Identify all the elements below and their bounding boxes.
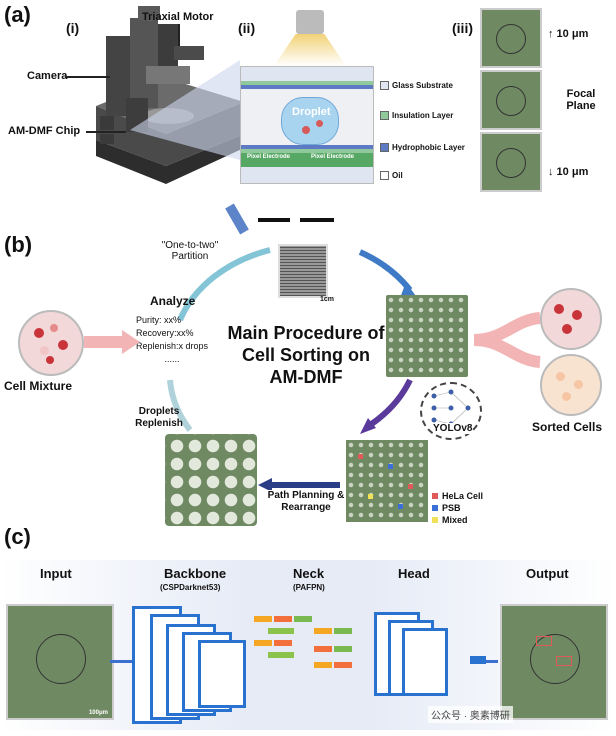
procedure-cycle-arrows <box>167 247 420 490</box>
magnifier-wedge <box>130 60 240 160</box>
chip-grid-rearranged <box>165 434 257 526</box>
mixture-arrow <box>84 330 140 354</box>
legend-swatch-hela <box>432 493 438 499</box>
panel-a-sub-ii: (ii) <box>238 20 256 36</box>
leader-camera <box>66 76 110 78</box>
chip-grid-loaded <box>386 295 468 377</box>
legend-mixed: Mixed <box>442 515 468 525</box>
main-title: Main Procedure of Cell Sorting on AM-DMF <box>227 323 385 387</box>
panel-b-label: (b) <box>4 232 33 257</box>
chip-scale: 1cm <box>320 296 335 303</box>
head-label: Head <box>398 566 430 581</box>
label-chip: AM-DMF Chip <box>8 125 81 137</box>
cell-mixture-label: Cell Mixture <box>4 379 73 393</box>
sorted-dish-psb <box>540 354 602 416</box>
cross-section-view: Droplet Pixel Electrode Pixel Electrode <box>240 66 374 184</box>
legend-swatch-mixed <box>432 517 438 523</box>
backbone-block-p5 <box>198 640 246 708</box>
path-planning-label: Path Planning & Rearrange <box>267 490 345 513</box>
electrode-right <box>300 218 334 222</box>
swatch-hydrophobic <box>380 142 389 152</box>
swatch-insulation <box>380 110 389 120</box>
analyze-list: Purity: xx% Recovery:xx% Replenish:x dro… <box>136 314 208 366</box>
electrode-left <box>258 218 290 222</box>
objective-lens <box>296 10 324 34</box>
analyze-recovery: Recovery:xx% <box>136 328 194 338</box>
output-label: Output <box>526 566 569 581</box>
pixel-electrode-right: Pixel Electrode <box>311 154 355 160</box>
arrow-input-backbone <box>110 660 132 663</box>
focal-plane-label: Focal Plane <box>566 88 596 112</box>
focus-image-down <box>480 132 542 192</box>
partition-label: "One-to-two" Partition <box>161 240 219 262</box>
detect-module <box>470 656 486 664</box>
detection-legend: HeLa Cell PSB Mixed <box>432 490 483 526</box>
label-triaxial-motor: Triaxial Motor <box>142 11 214 23</box>
cell-mixture-dish <box>18 310 84 376</box>
input-label: Input <box>40 566 72 581</box>
swatch-glass <box>380 80 389 90</box>
analyze-ellipsis: ...... <box>164 354 180 364</box>
panel-a-sub-iii: (iii) <box>452 20 473 36</box>
sort-split-arrow <box>474 312 541 368</box>
sorted-cells-label: Sorted Cells <box>532 420 603 434</box>
panel-a-label: (a) <box>4 2 31 27</box>
chip-photo <box>278 244 328 298</box>
legend-psb: PSB <box>442 503 461 513</box>
neck-sub: (PAFPN) <box>293 583 325 592</box>
sorted-dish-hela <box>540 288 602 350</box>
panel-a-sub-i: (i) <box>66 20 80 36</box>
focus-image-focal <box>480 70 542 130</box>
light-cone <box>274 34 346 66</box>
droplets-replenish-label: Droplets Replenish <box>135 406 183 429</box>
analyze-replenish: Replenish:x drops <box>136 341 209 351</box>
legend-oil: Oil <box>392 170 403 180</box>
swatch-oil <box>380 170 389 180</box>
input-scale: 100μm <box>88 710 108 716</box>
watermark: 公众号 · 奥素博研 <box>428 706 513 723</box>
panel-c-label: (c) <box>4 524 31 549</box>
head-block-3 <box>402 628 448 696</box>
droplet-shape: Droplet <box>281 97 339 145</box>
focus-image-up <box>480 8 542 68</box>
focus-down-label: ↓ 10 μm <box>548 166 589 178</box>
legend-insulation: Insulation Layer <box>392 110 454 120</box>
droplet-label: Droplet <box>292 106 331 118</box>
output-image <box>500 604 608 720</box>
analyze-title: Analyze <box>150 294 196 308</box>
arrow-head-output <box>486 660 498 663</box>
legend-swatch-psb <box>432 505 438 511</box>
pixel-electrode-left: Pixel Electrode <box>247 154 291 160</box>
input-image: 100μm <box>6 604 114 720</box>
neck-modules <box>254 616 358 676</box>
legend-hydrophobic: Hydrophobic Layer <box>392 142 465 152</box>
yolo-label: YOLOv8 <box>433 423 473 434</box>
layer-legend: Glass Substrate Insulation Layer Hydroph… <box>380 76 465 186</box>
legend-glass: Glass Substrate <box>392 80 453 90</box>
backbone-sub: (CSPDarknet53) <box>160 583 221 592</box>
label-camera: Camera <box>27 70 68 82</box>
focus-up-label: ↑ 10 μm <box>548 28 589 40</box>
legend-hela: HeLa Cell <box>442 491 484 501</box>
leader-chip <box>86 131 126 133</box>
neck-label: Neck <box>293 566 325 581</box>
analyze-purity: Purity: xx% <box>136 315 182 325</box>
chip-grid-detected <box>346 440 428 522</box>
backbone-label: Backbone <box>164 566 227 581</box>
leader-motor <box>178 24 180 46</box>
